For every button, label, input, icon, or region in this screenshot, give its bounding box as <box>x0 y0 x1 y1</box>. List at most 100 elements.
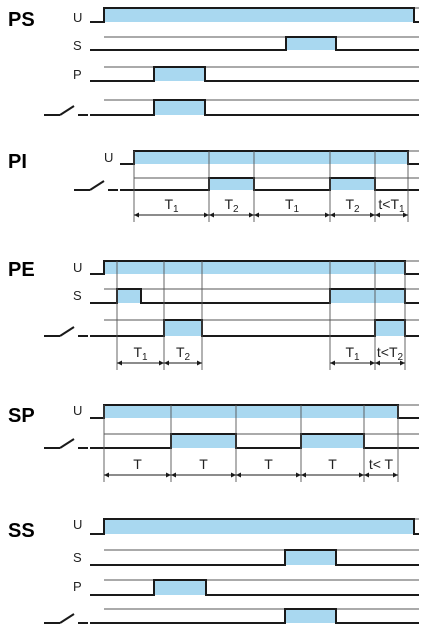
pulse-fill <box>301 434 364 448</box>
arrow-head <box>375 212 380 218</box>
contact-blade <box>59 613 75 624</box>
pulse-fill <box>154 67 205 81</box>
arrow-head <box>104 472 109 478</box>
pulse-fill <box>104 405 398 418</box>
pulse-fill <box>330 178 375 190</box>
signal-label-s: S <box>73 288 82 303</box>
contact-symbol-icon <box>74 180 118 191</box>
contact-symbol-icon <box>44 613 88 624</box>
p-trace <box>90 66 419 82</box>
arrow-head <box>254 212 259 218</box>
contact-trace <box>90 99 419 116</box>
dimension-subscript: 1 <box>173 204 179 215</box>
arrow-head <box>197 360 202 366</box>
dimension-label: T1 <box>133 344 148 363</box>
pulse-fill <box>171 434 236 448</box>
signal-label-u: U <box>73 10 82 25</box>
u-trace <box>90 7 419 23</box>
arrow-head <box>117 360 122 366</box>
u-trace <box>90 404 419 419</box>
dimension-label: T1 <box>345 344 360 363</box>
arrow-head <box>370 212 375 218</box>
dimension-label: t< T <box>369 456 394 472</box>
signal-label-s: S <box>73 550 82 565</box>
contact-trace <box>90 319 419 337</box>
contact-blade <box>59 326 75 337</box>
s-trace <box>90 549 419 566</box>
pulse-fill <box>104 8 414 22</box>
signal-label-u: U <box>104 150 113 165</box>
dimension-label: T2 <box>345 196 360 215</box>
signal-label-p: P <box>73 579 82 594</box>
contact-blade <box>59 105 75 116</box>
mode-title-ps: PS <box>8 9 35 31</box>
mode-title-pi: PI <box>8 151 27 173</box>
dimension-label: T <box>328 456 337 472</box>
mode-title-pe: PE <box>8 259 35 281</box>
u-trace <box>90 518 419 535</box>
pulse-fill <box>330 289 405 303</box>
arrow-head <box>249 212 254 218</box>
contact-trace <box>90 608 419 624</box>
arrow-head <box>159 360 164 366</box>
pulse-fill <box>164 320 202 336</box>
pulse-fill <box>104 261 405 274</box>
arrow-head <box>231 472 236 478</box>
contact-trace <box>120 177 419 191</box>
arrow-head <box>370 360 375 366</box>
dimension-label: t<T1 <box>378 196 405 215</box>
signal-label-u: U <box>73 403 82 418</box>
arrow-head <box>296 472 301 478</box>
pulse-fill <box>286 37 336 50</box>
arrow-head <box>171 472 176 478</box>
arrow-head <box>364 472 369 478</box>
u-trace <box>120 150 419 165</box>
arrow-head <box>330 360 335 366</box>
dimension-label: T1 <box>164 196 179 215</box>
pulse-fill <box>134 151 408 164</box>
arrow-head <box>325 212 330 218</box>
mode-title-sp: SP <box>8 405 35 427</box>
dimension-label: T <box>264 456 273 472</box>
contact-symbol-icon <box>44 438 88 449</box>
contact-symbol-icon <box>44 105 88 116</box>
signal-label-u: U <box>73 517 82 532</box>
arrow-head <box>164 360 169 366</box>
arrow-head <box>204 212 209 218</box>
arrow-head <box>393 472 398 478</box>
arrow-head <box>400 360 405 366</box>
dimension-subscript: 2 <box>233 204 239 215</box>
arrow-head <box>375 360 380 366</box>
signal-label-s: S <box>73 38 82 53</box>
contact-trace <box>90 433 419 449</box>
dimension-subscript: 1 <box>354 352 360 363</box>
dimension-subscript: 1 <box>399 204 405 215</box>
pulse-fill <box>154 100 205 115</box>
arrow-head <box>403 212 408 218</box>
arrow-head <box>236 472 241 478</box>
dimension-label: T1 <box>285 196 300 215</box>
contact-blade <box>59 438 75 449</box>
arrow-head <box>166 472 171 478</box>
arrow-head <box>359 472 364 478</box>
arrow-head <box>330 212 335 218</box>
u-trace <box>90 260 419 275</box>
dimension-subscript: 1 <box>294 204 300 215</box>
signal-label-u: U <box>73 260 82 275</box>
s-trace <box>90 36 419 51</box>
pulse-fill <box>104 519 414 534</box>
pulse-fill <box>117 289 141 303</box>
mode-title-ss: SS <box>8 520 35 542</box>
contact-blade <box>89 180 105 191</box>
arrow-head <box>134 212 139 218</box>
signal-label-p: P <box>73 67 82 82</box>
dimension-subscript: 2 <box>354 204 360 215</box>
dimension-subscript: 2 <box>185 352 191 363</box>
pulse-fill <box>209 178 254 190</box>
